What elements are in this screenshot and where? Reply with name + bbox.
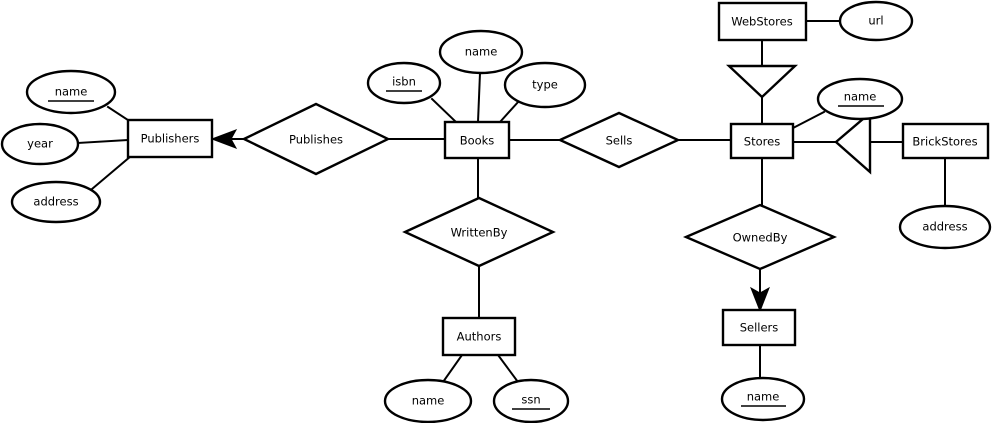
entity-webstores[interactable] xyxy=(717,1,808,42)
entity-sellers-label: Sellers xyxy=(740,321,779,335)
attribute-publishers-name-label: name xyxy=(55,85,88,99)
entity-brickstores[interactable] xyxy=(901,122,990,160)
arrow-ownedby-sellers xyxy=(750,286,770,313)
entity-publishers-label: Publishers xyxy=(141,132,200,146)
entity-brickstores-label: BrickStores xyxy=(912,135,977,149)
isa-triangles xyxy=(725,64,872,175)
attribute-publishers-year-label: year xyxy=(27,137,53,151)
attribute-brickstores-address-label: address xyxy=(922,220,967,234)
relationship-writtenby[interactable] xyxy=(402,196,556,268)
attribute-books-isbn-label: isbn xyxy=(392,75,416,89)
attribute-sellers-name[interactable] xyxy=(720,376,806,422)
attribute-books-name-label: name xyxy=(465,45,498,59)
attribute-publishers-address[interactable] xyxy=(10,180,102,224)
entity-boxes: Publishers Books Authors Stores WebStore… xyxy=(126,1,990,357)
connector-lines xyxy=(76,20,946,384)
relationship-writtenby-label: WrittenBy xyxy=(451,226,508,240)
entity-authors[interactable] xyxy=(441,316,517,357)
entity-books[interactable] xyxy=(443,120,511,160)
attribute-brickstores-address[interactable] xyxy=(898,204,992,250)
attribute-authors-ssn[interactable] xyxy=(492,378,570,423)
attribute-books-type[interactable] xyxy=(503,61,587,109)
connector-books-isbn xyxy=(430,97,458,124)
arrow-markers xyxy=(210,129,770,313)
attribute-authors-name-label: name xyxy=(412,394,445,408)
attribute-webstores-url[interactable] xyxy=(838,0,914,42)
relationship-ownedby[interactable] xyxy=(682,203,838,271)
entity-books-label: Books xyxy=(460,134,495,148)
entity-authors-label: Authors xyxy=(457,330,502,344)
attribute-books-name[interactable] xyxy=(438,29,524,75)
relationship-publishes-label: Publishes xyxy=(289,133,343,147)
relationship-sells-label: Sells xyxy=(606,134,633,148)
entity-webstores-label: WebStores xyxy=(731,15,792,29)
connector-publishers-address xyxy=(90,154,133,191)
connector-authors-name xyxy=(441,353,464,384)
attribute-books-isbn[interactable] xyxy=(366,61,442,105)
relationship-diamonds: Publishes WrittenBy Sells OwnedBy xyxy=(241,102,838,271)
attribute-sellers-name-label: name xyxy=(747,390,780,404)
connector-books-type xyxy=(498,99,521,124)
attribute-authors-ssn-label: ssn xyxy=(521,393,540,407)
attribute-webstores-url-label: url xyxy=(868,14,883,28)
connector-publishers-year xyxy=(76,138,130,145)
attribute-stores-name[interactable] xyxy=(816,77,904,121)
entity-stores[interactable] xyxy=(729,122,795,160)
relationship-sells[interactable] xyxy=(557,111,681,169)
connector-authors-ssn xyxy=(496,353,520,384)
isa-brickstores-triangle xyxy=(834,110,872,175)
attribute-stores-name-label: name xyxy=(844,90,877,104)
attribute-books-type-label: type xyxy=(532,78,558,92)
entity-publishers[interactable] xyxy=(126,118,214,159)
connector-stores-name xyxy=(791,110,826,130)
attribute-publishers-name[interactable] xyxy=(25,69,117,115)
isa-webstores-triangle xyxy=(725,64,799,99)
relationship-ownedby-label: OwnedBy xyxy=(733,231,788,245)
attribute-authors-name[interactable] xyxy=(383,378,473,423)
entity-sellers[interactable] xyxy=(721,308,797,347)
arrow-publishes-publishers xyxy=(210,129,238,149)
relationship-publishes[interactable] xyxy=(241,102,391,176)
entity-stores-label: Stores xyxy=(744,135,780,149)
attribute-publishers-year[interactable] xyxy=(0,122,80,166)
connector-books-name xyxy=(476,71,482,124)
attribute-publishers-address-label: address xyxy=(33,195,78,209)
